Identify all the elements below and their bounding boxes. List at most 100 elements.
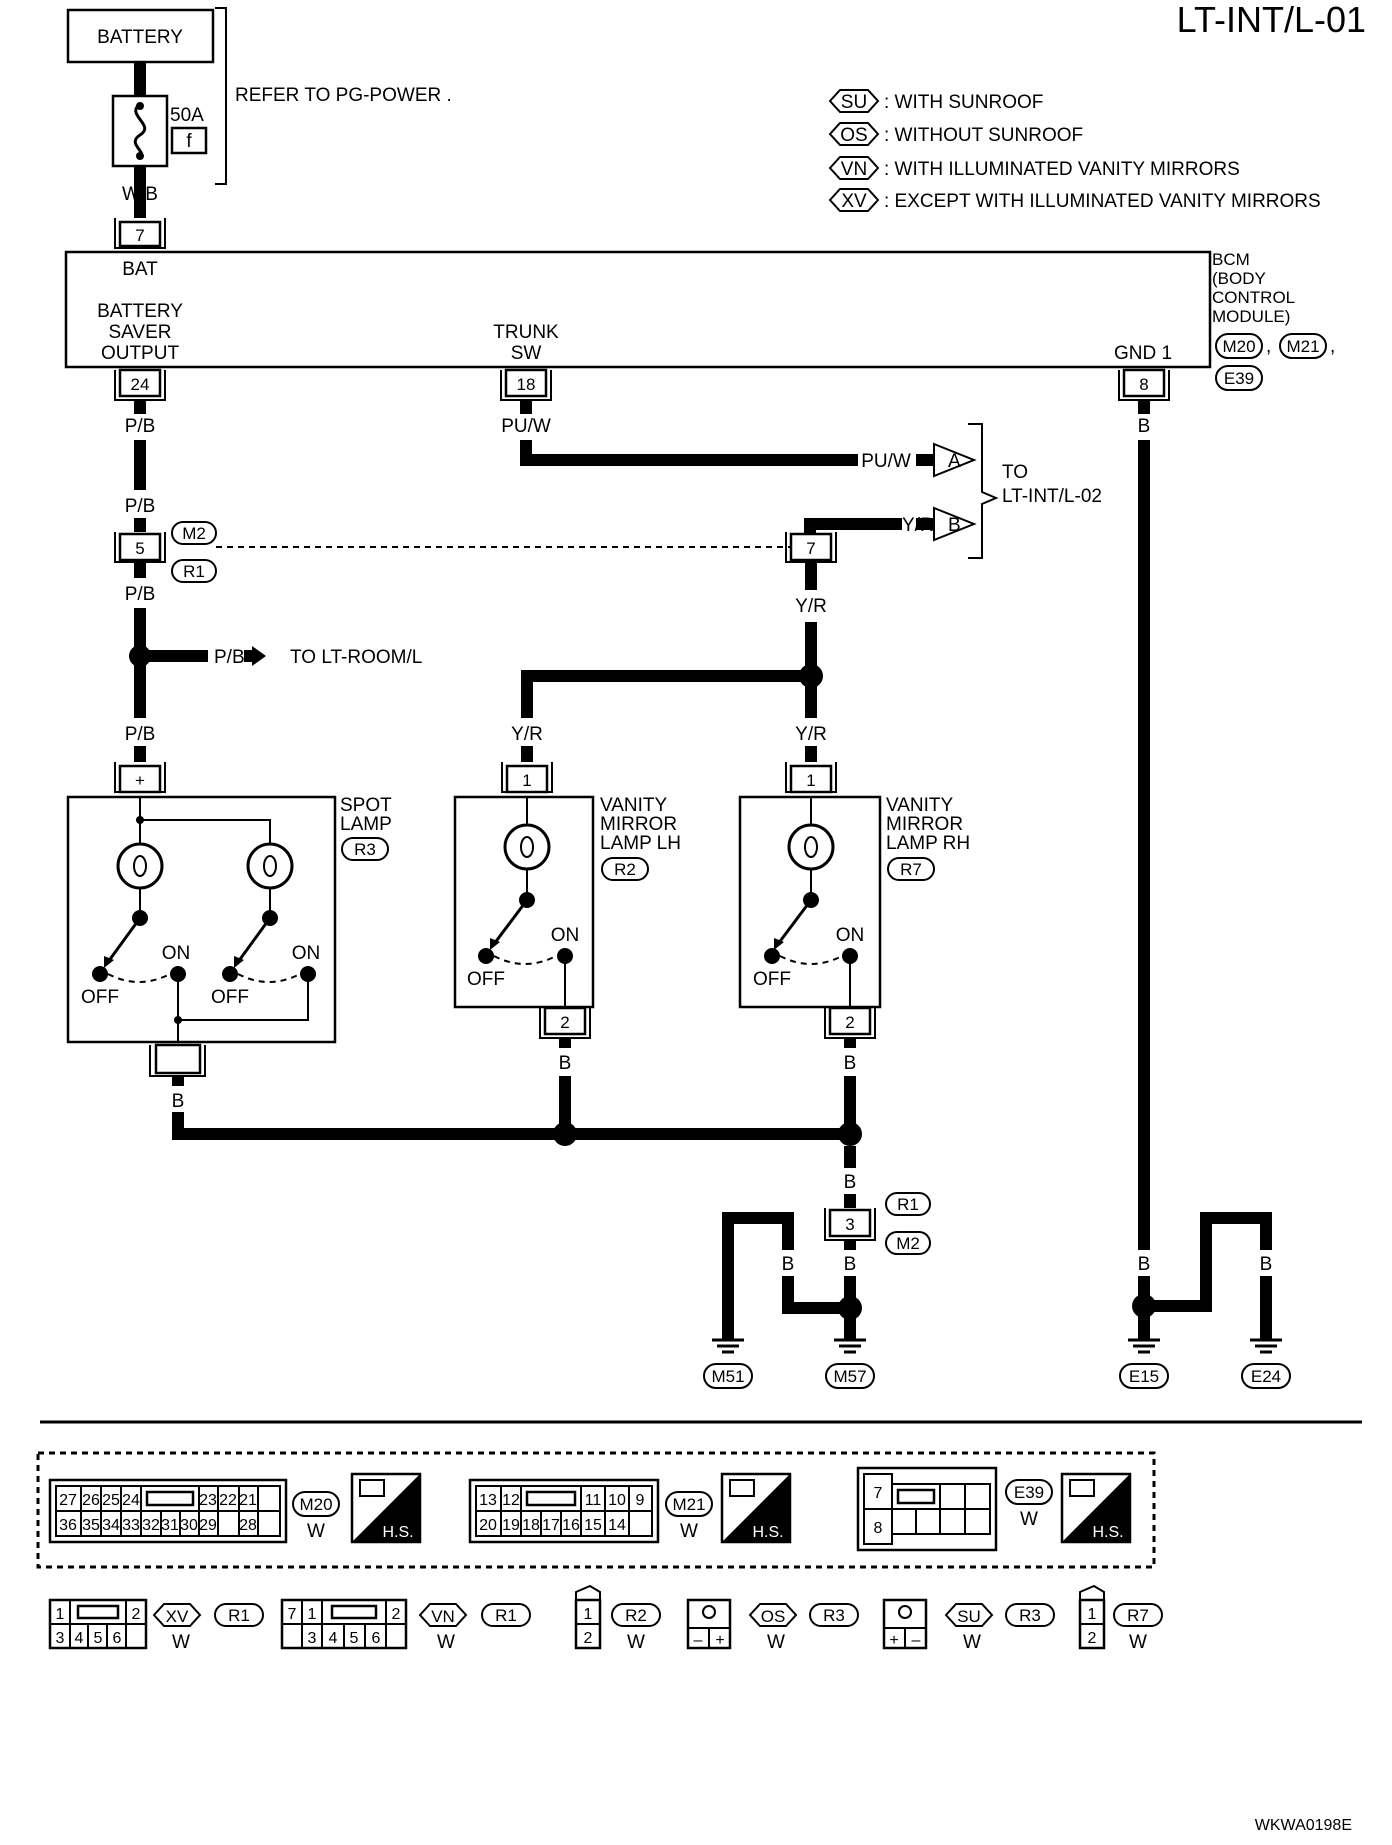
svg-text:A: A	[948, 451, 961, 472]
svg-text:M20: M20	[1222, 337, 1255, 356]
svg-text:MODULE): MODULE)	[1212, 307, 1290, 326]
svg-text:31: 31	[161, 1517, 179, 1534]
svg-text:21: 21	[239, 1492, 257, 1509]
svg-text:7: 7	[874, 1485, 883, 1502]
svg-text:35: 35	[82, 1517, 100, 1534]
wire-b-spot	[172, 1112, 564, 1140]
legend-vn: : WITH ILLUMINATED VANITY MIRRORS	[884, 159, 1240, 180]
fuse-element	[133, 102, 147, 160]
svg-text:W: W	[627, 1632, 645, 1653]
svg-text:+: +	[889, 1632, 898, 1649]
svg-text:B: B	[722, 1254, 735, 1275]
bcm-pin-7	[118, 220, 162, 248]
battery-label: BATTERY	[97, 27, 183, 48]
svg-text:,: ,	[1330, 336, 1335, 357]
diagram-code: LT-INT/L-01	[1177, 0, 1366, 40]
svg-text:E39: E39	[1014, 1483, 1044, 1502]
svg-text:7: 7	[288, 1606, 297, 1623]
svg-text:E39: E39	[1224, 369, 1254, 388]
svg-text:8: 8	[1139, 375, 1148, 394]
svg-text:15: 15	[584, 1517, 602, 1534]
svg-text:OS: OS	[761, 1607, 786, 1626]
svg-text:3: 3	[845, 1215, 854, 1234]
vanity-lh-pin-2	[543, 1006, 587, 1036]
svg-text:R3: R3	[1019, 1606, 1041, 1625]
svg-text:36: 36	[59, 1517, 77, 1534]
bcm-gnd-label: GND 1	[1114, 343, 1172, 364]
offpage-bracket	[968, 423, 999, 559]
svg-text:Y/R: Y/R	[795, 596, 827, 617]
svg-text:XV: XV	[841, 191, 867, 212]
svg-text:5: 5	[94, 1630, 103, 1647]
svg-text:17: 17	[542, 1517, 560, 1534]
svg-text:R3: R3	[354, 840, 376, 859]
svg-text:2: 2	[132, 1606, 141, 1623]
svg-text:12: 12	[502, 1492, 520, 1509]
svg-text:OUTPUT: OUTPUT	[101, 343, 180, 364]
bcm-title: BCM	[1212, 250, 1250, 269]
svg-text:PU/W: PU/W	[501, 416, 551, 437]
vanity-lh-conn-r2	[601, 857, 649, 881]
spot-lamp-ground-pin	[154, 1043, 202, 1075]
connector-view-r1-xv: 1 2 3 4 5 6 XV R1 W	[48, 1598, 264, 1653]
svg-text:9: 9	[636, 1492, 645, 1509]
svg-text:4: 4	[75, 1630, 84, 1647]
connector-view-m20: 27 26 25 24 23 22 21 36 35 34 33 32 31 3…	[48, 1472, 422, 1544]
spot-lamp-box	[66, 795, 337, 1044]
svg-text:CONTROL: CONTROL	[1212, 288, 1295, 307]
svg-text:28: 28	[239, 1517, 257, 1534]
svg-text:M21: M21	[672, 1495, 705, 1514]
svg-text:LAMP RH: LAMP RH	[886, 833, 970, 854]
svg-text:4: 4	[329, 1630, 338, 1647]
vanity-rh-conn-r7	[887, 857, 935, 881]
svg-text:ON: ON	[551, 925, 580, 946]
svg-text:W: W	[172, 1632, 190, 1653]
svg-text:26: 26	[82, 1492, 100, 1509]
svg-text:B: B	[1138, 1254, 1151, 1275]
svg-text:R1: R1	[183, 562, 205, 581]
svg-text:SU: SU	[841, 92, 867, 113]
wire-yr-lh	[521, 670, 811, 718]
legend-xv: : EXCEPT WITH ILLUMINATED VANITY MIRRORS	[884, 191, 1321, 212]
wire-label-wb: W/B	[122, 184, 158, 205]
svg-text:M2: M2	[896, 1234, 920, 1253]
vanity-rh-label: VANITY	[886, 795, 954, 816]
bcm-box	[64, 250, 1212, 369]
svg-text:TRUNK: TRUNK	[493, 322, 559, 343]
svg-text:20: 20	[479, 1517, 497, 1534]
svg-text:B: B	[1138, 416, 1151, 437]
svg-text:2: 2	[392, 1606, 401, 1623]
legend: SU : WITH SUNROOF OS : WITHOUT SUNROOF V…	[828, 89, 1321, 212]
svg-text:5: 5	[135, 539, 144, 558]
svg-text:2: 2	[584, 1630, 593, 1647]
svg-text:P/B: P/B	[125, 724, 156, 745]
svg-text:2: 2	[560, 1013, 569, 1032]
svg-text:8: 8	[874, 1520, 883, 1537]
bcm-pin-24	[118, 368, 162, 398]
svg-text:VN: VN	[841, 159, 867, 180]
svg-text:2: 2	[1088, 1630, 1097, 1647]
ground-symbol-m51	[712, 1338, 744, 1354]
svg-text:W: W	[1129, 1632, 1147, 1653]
bcm-conn-e39	[1215, 365, 1263, 391]
spot-lamp-label: SPOT	[340, 795, 392, 816]
svg-text:R7: R7	[1127, 1606, 1149, 1625]
svg-text:B: B	[559, 1053, 572, 1074]
svg-text:E15: E15	[1129, 1367, 1159, 1386]
ground-symbol-e15	[1128, 1338, 1160, 1354]
joint-pin-7	[789, 532, 833, 562]
vanity-rh-pin-1	[789, 764, 833, 794]
svg-text:1: 1	[1088, 1606, 1097, 1623]
svg-text:–: –	[912, 1632, 921, 1649]
svg-text:BATTERY: BATTERY	[97, 301, 183, 322]
svg-text:B: B	[844, 1172, 857, 1193]
ground-e24	[1241, 1363, 1291, 1389]
svg-text:ON: ON	[292, 943, 321, 964]
legend-os: : WITHOUT SUNROOF	[884, 125, 1083, 146]
svg-text:,: ,	[1266, 336, 1271, 357]
battery-box	[66, 8, 215, 64]
svg-text:B: B	[782, 1254, 795, 1275]
svg-text:W: W	[767, 1632, 785, 1653]
svg-text:+: +	[135, 771, 145, 790]
